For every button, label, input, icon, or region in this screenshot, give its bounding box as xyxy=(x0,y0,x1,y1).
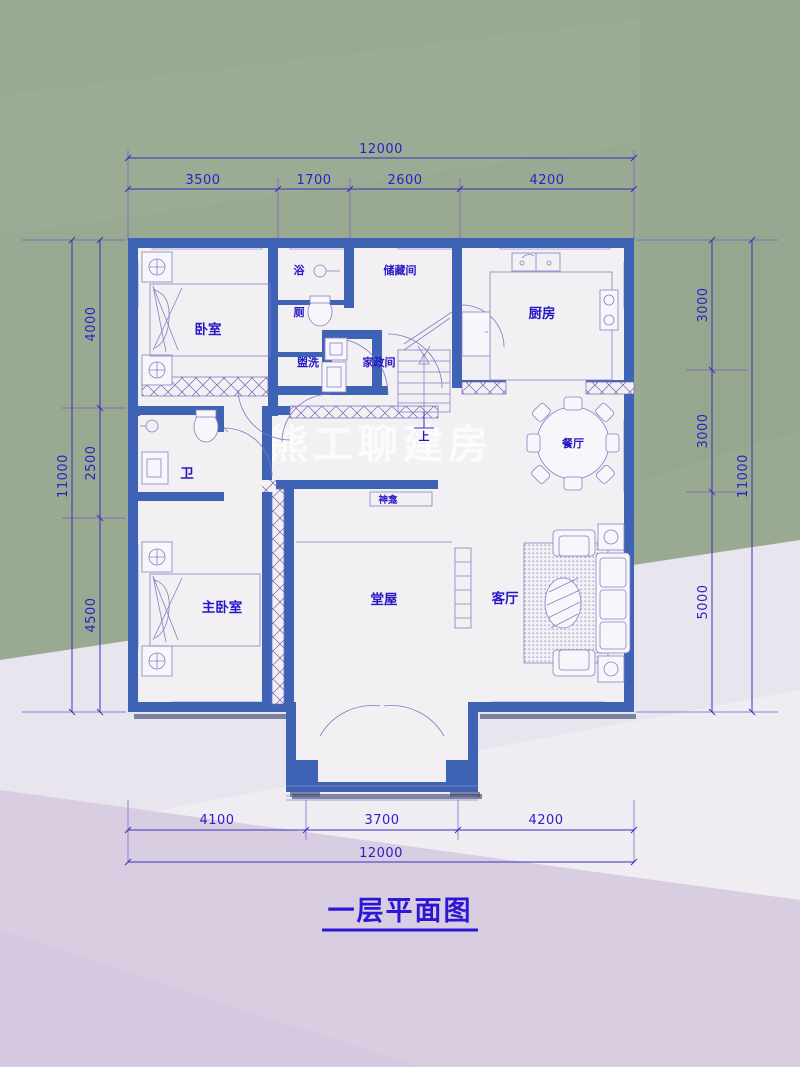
bedroom-furniture xyxy=(141,251,271,386)
room-label-washroom: 盥洗 xyxy=(297,355,319,369)
room-label-kitchen: 厨房 xyxy=(529,305,556,322)
dim-right-seg-0: 3000 xyxy=(696,287,711,322)
dim-left-seg-1: 2500 xyxy=(84,445,99,480)
stair-up-label: 上 xyxy=(419,429,430,443)
dimension-chain-bottom: 4100 3700 4200 12000 xyxy=(124,800,638,866)
room-label-living: 客厅 xyxy=(491,590,520,607)
dim-bottom-seg-0: 4100 xyxy=(199,813,234,828)
room-labels: 卧室 浴 厕 盥洗 家政间 储藏间 厨房 餐厅 客厅 堂屋 神龛 主卧室 卫 上 xyxy=(180,263,584,616)
room-label-dining: 餐厅 xyxy=(561,436,584,450)
dimension-chain-right: 3000 3000 5000 11000 xyxy=(636,236,778,716)
bathroom2-fixtures xyxy=(140,409,219,485)
dim-top-total: 12000 xyxy=(359,142,403,157)
room-label-storage: 储藏间 xyxy=(384,263,417,277)
dim-right-seg-1: 3000 xyxy=(696,413,711,448)
bath-fixtures xyxy=(307,264,348,393)
floor-slab xyxy=(128,238,634,792)
room-label-shrine: 神龛 xyxy=(378,494,398,506)
room-label-bath: 浴 xyxy=(294,263,306,277)
dim-top-seg-3: 4200 xyxy=(529,173,564,188)
dim-left-seg-2: 4500 xyxy=(84,597,99,632)
dim-right-seg-2: 5000 xyxy=(696,584,711,619)
dimension-chain-top: 12000 3500 1700 2600 4200 xyxy=(124,142,638,240)
dim-left-total: 11000 xyxy=(56,454,71,498)
plan-title-group: 一层平面图 xyxy=(322,896,478,932)
kitchen-fixtures xyxy=(461,252,619,381)
stairs xyxy=(397,311,453,429)
dim-top-seg-0: 3500 xyxy=(185,173,220,188)
room-label-bedroom: 卧室 xyxy=(195,321,222,338)
room-label-bathroom2: 卫 xyxy=(180,466,194,482)
master-bedroom-furniture xyxy=(141,541,261,677)
hatched-walls xyxy=(141,376,635,705)
dim-top-seg-2: 2600 xyxy=(387,173,422,188)
dim-bottom-seg-1: 3700 xyxy=(364,813,399,828)
entrance-porch xyxy=(286,760,480,801)
hall-shrine xyxy=(296,491,472,629)
room-label-hall: 堂屋 xyxy=(371,591,398,608)
room-label-master: 主卧室 xyxy=(202,599,243,616)
dim-bottom-total: 12000 xyxy=(359,846,403,861)
watermark-text: 熊工聊建房 xyxy=(268,422,493,468)
dim-right-total: 11000 xyxy=(736,454,751,498)
dimension-chain-left: 11000 4000 2500 4500 xyxy=(22,236,126,716)
plan-title: 一层平面图 xyxy=(328,896,473,927)
dining-furniture xyxy=(526,396,620,491)
dim-top-seg-1: 1700 xyxy=(296,173,331,188)
room-label-toilet: 厕 xyxy=(294,306,305,319)
room-label-utility: 家政间 xyxy=(363,355,396,369)
living-furniture xyxy=(523,523,631,683)
dim-left-seg-0: 4000 xyxy=(84,306,99,341)
dim-bottom-seg-2: 4200 xyxy=(528,813,563,828)
